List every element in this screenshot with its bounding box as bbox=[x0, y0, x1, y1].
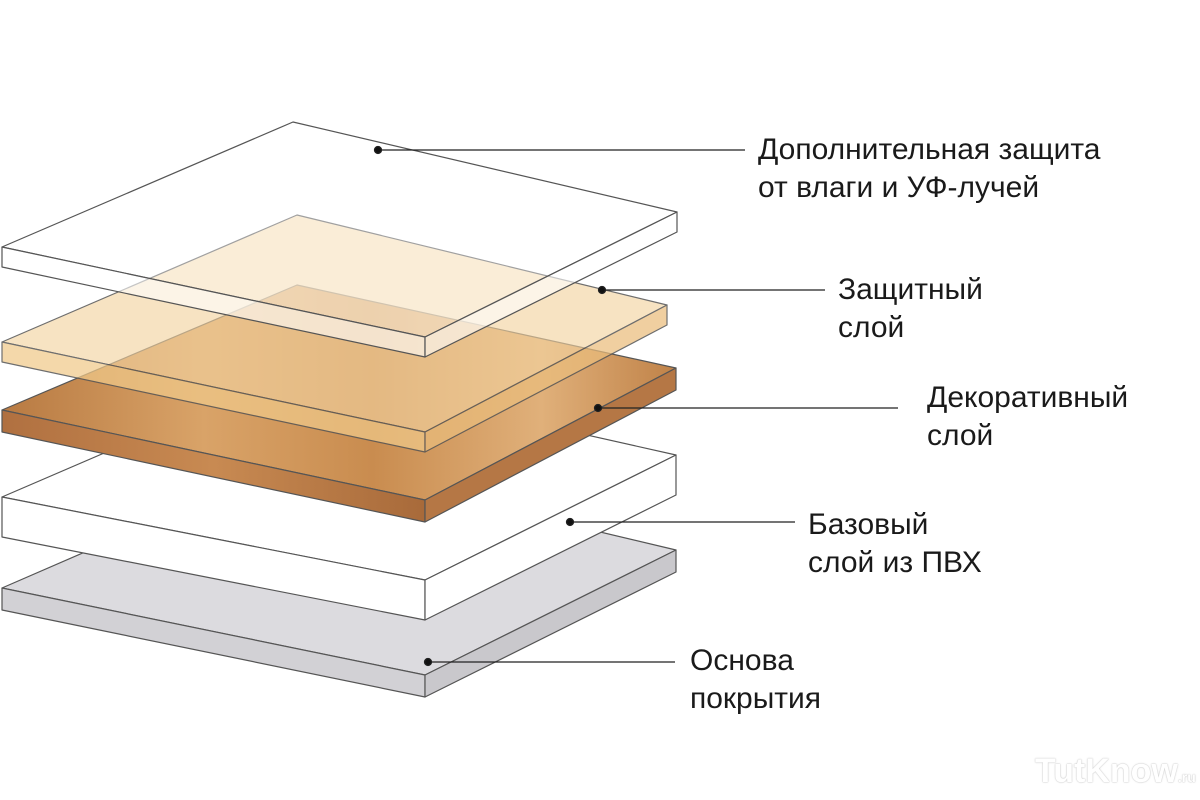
leader-dot-protective bbox=[597, 285, 607, 295]
label-uv-line1: Дополнительная защита bbox=[758, 133, 1101, 166]
watermark-logo: TutKnow.ru bbox=[1035, 752, 1196, 791]
label-uv: Дополнительная защита от влаги и УФ-луче… bbox=[758, 131, 1100, 207]
leader-dot-base bbox=[565, 517, 575, 527]
label-decorative-line1: Декоративный bbox=[927, 381, 1129, 414]
label-foundation: Основа покрытия bbox=[690, 642, 821, 718]
uv-slab bbox=[1, 121, 678, 358]
label-uv-line2: от влаги и УФ-лучей bbox=[758, 171, 1040, 204]
label-protective: Защитный слой bbox=[838, 271, 983, 347]
watermark-suffix: .ru bbox=[1177, 769, 1196, 785]
label-base-line1: Базовый bbox=[808, 508, 929, 541]
label-decorative-line2: слой bbox=[927, 419, 994, 452]
leader-dot-foundation bbox=[423, 657, 433, 667]
label-foundation-line1: Основа bbox=[690, 644, 794, 677]
leader-dot-decorative bbox=[593, 403, 603, 413]
label-protective-line2: слой bbox=[838, 311, 905, 344]
label-base: Базовый слой из ПВХ bbox=[808, 506, 982, 582]
label-protective-line1: Защитный bbox=[838, 273, 983, 306]
label-base-line2: слой из ПВХ bbox=[808, 546, 982, 579]
label-foundation-line2: покрытия bbox=[690, 682, 822, 715]
label-decorative: Декоративный слой bbox=[927, 379, 1128, 455]
watermark-text: TutKnow bbox=[1035, 752, 1178, 790]
leader-dot-uv bbox=[373, 145, 383, 155]
